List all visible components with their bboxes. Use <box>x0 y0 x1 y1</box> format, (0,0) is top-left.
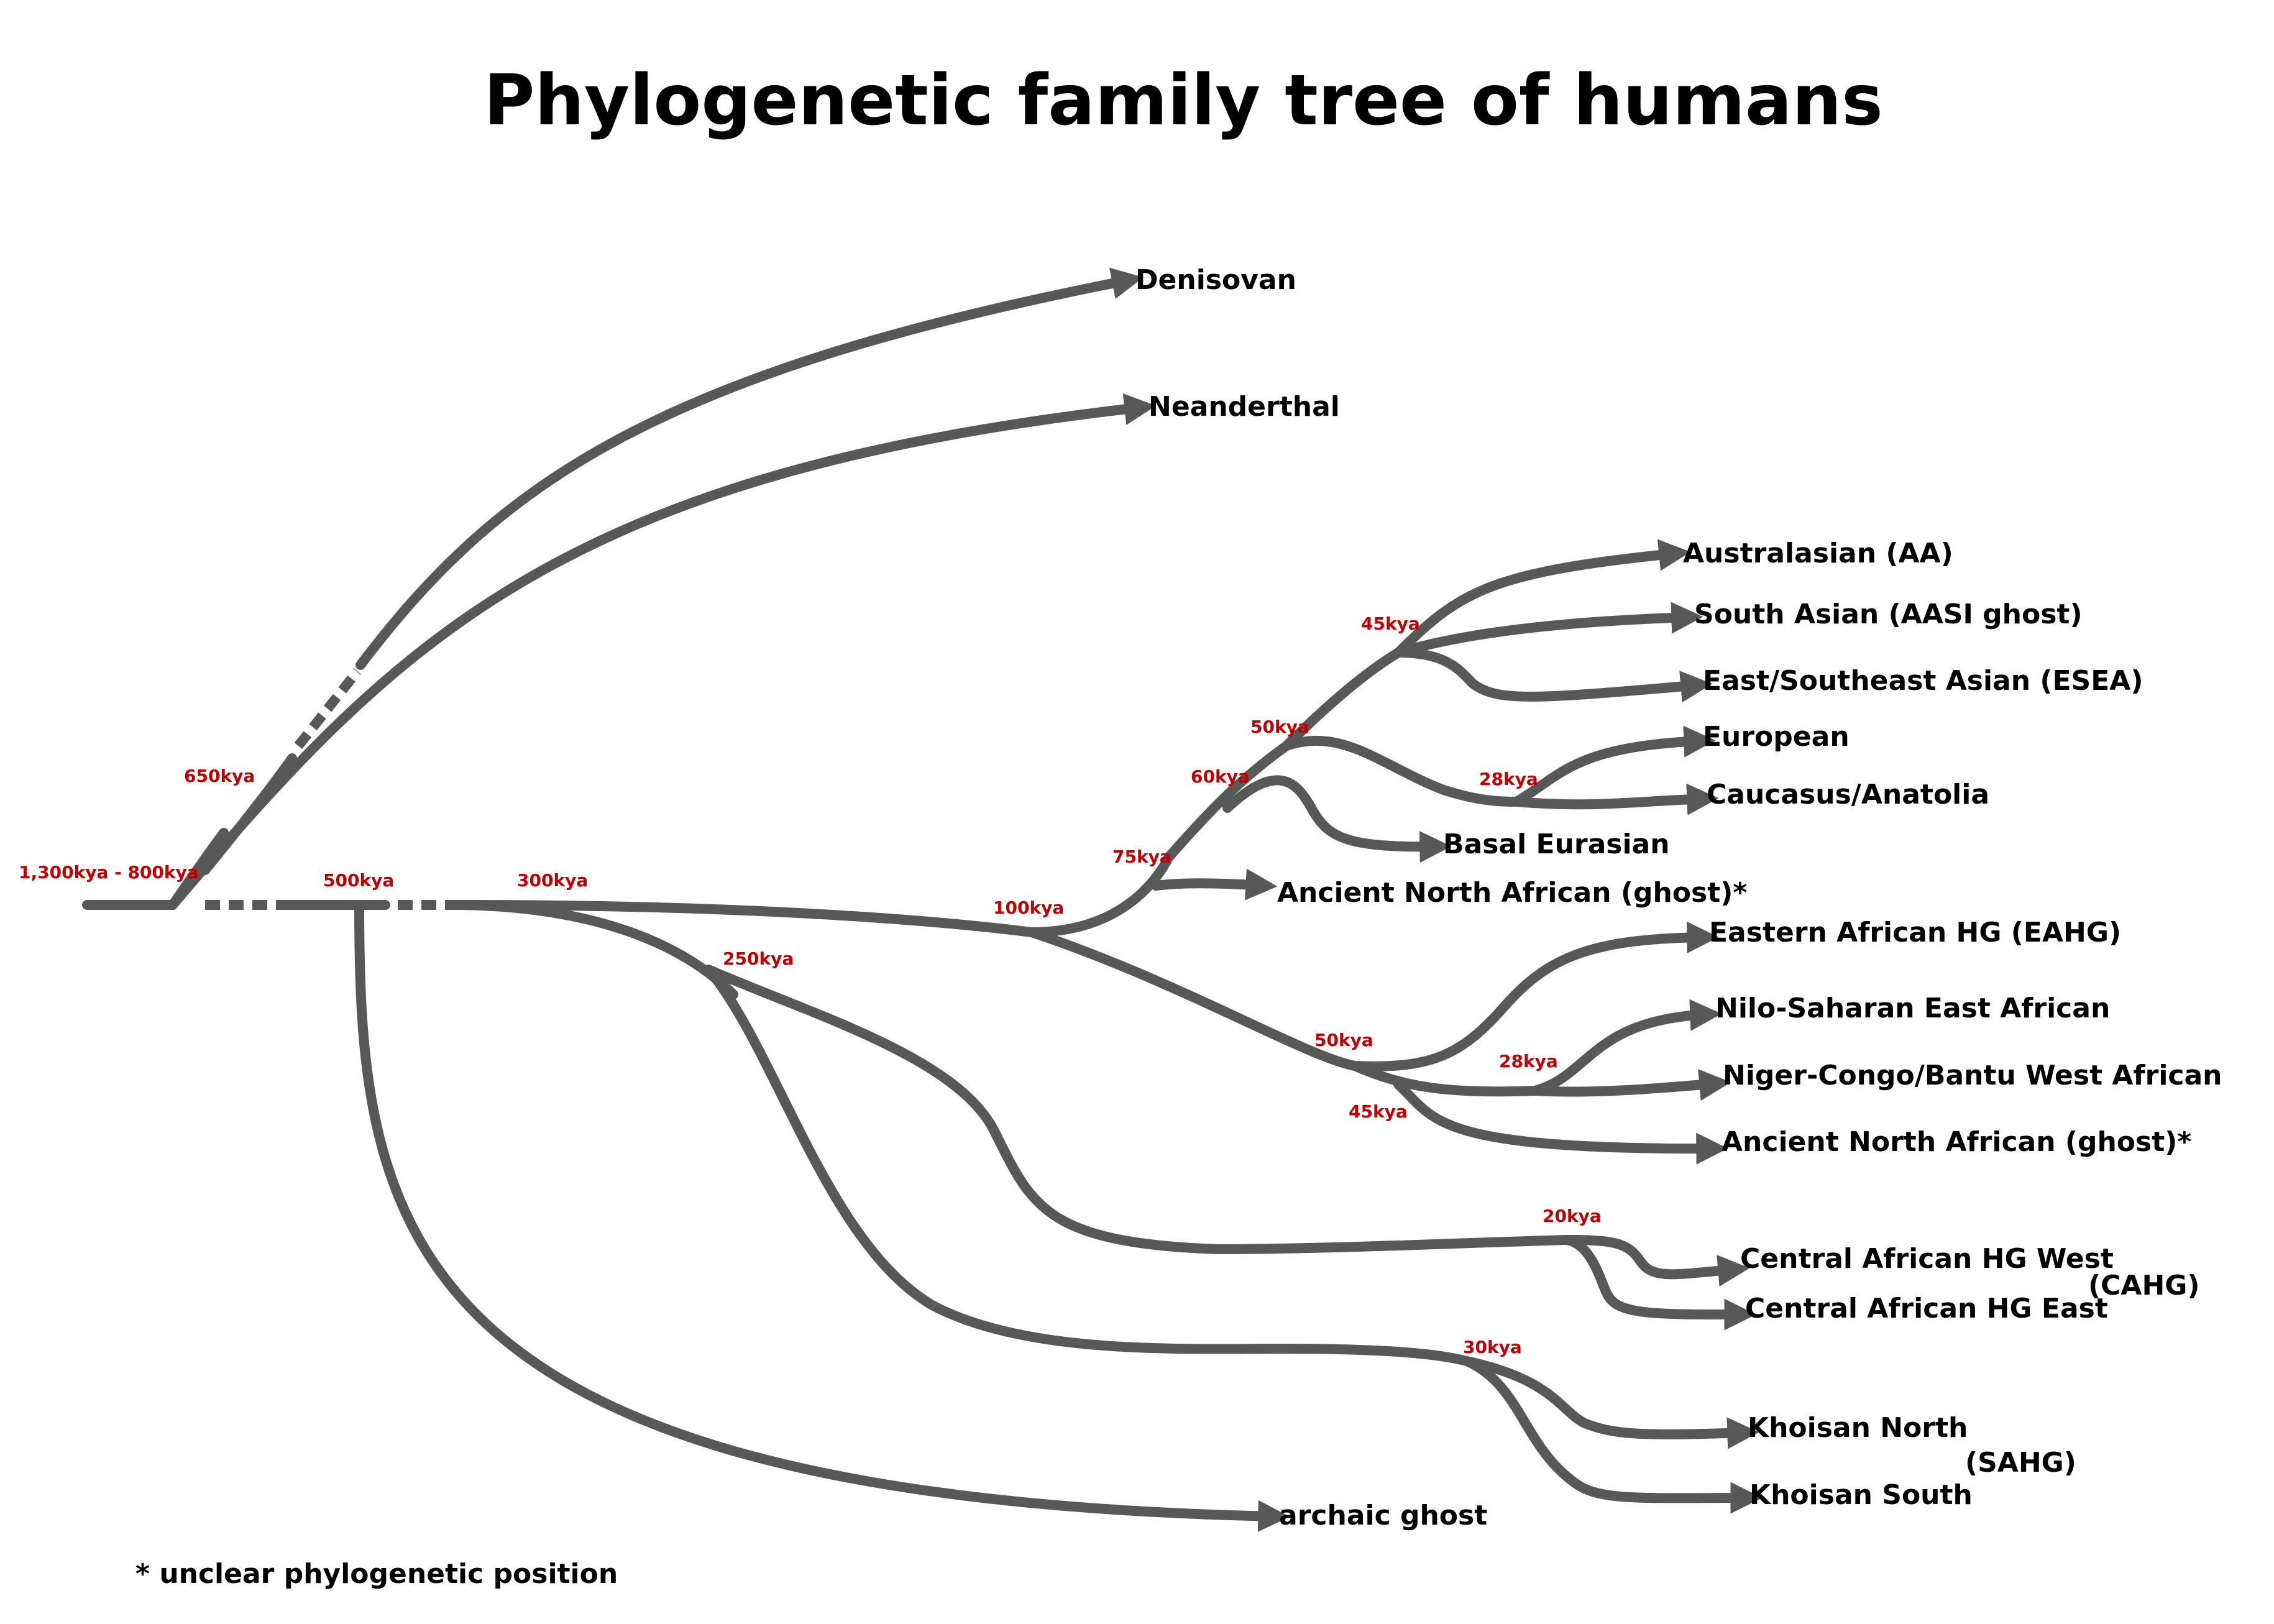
tip-label-basal-eurasian: Basal Eurasian <box>1443 828 1670 860</box>
branch-ancient-north-african-2 <box>1393 1080 1728 1165</box>
age-label-basal-split: 60kya <box>1191 766 1250 787</box>
tip-label-caucasus-anatolia: Caucasus/Anatolia <box>1707 779 1989 810</box>
branch-australasian <box>1393 539 1691 658</box>
branch-central-khoisan-stem <box>456 900 738 999</box>
branch-sahg-stem <box>704 965 1472 1366</box>
branch-west-eurasian <box>1281 735 1521 807</box>
footnote: * unclear phylogenetic position <box>135 1558 618 1590</box>
branch-niger-congo <box>1530 1069 1731 1101</box>
age-label-europe-split: 28kya <box>1479 769 1538 789</box>
tip-label-denisovan: Denisovan <box>1135 264 1296 296</box>
tip-label-australasian: Australasian (AA) <box>1683 538 1953 569</box>
tip-label-archaic-ghost: archaic ghost <box>1279 1500 1487 1531</box>
tip-label-niger-congo: Niger-Congo/Bantu West African <box>1723 1060 2222 1091</box>
age-label-asia-split: 45kya <box>1361 613 1420 634</box>
tip-label-neanderthal: Neanderthal <box>1148 391 1340 423</box>
branch-west-africa-stem <box>1350 1061 1540 1097</box>
age-label-root: 1,300kya - 800kya <box>19 862 199 883</box>
age-label-africa-split: 50kya <box>1314 1030 1373 1050</box>
branch-khoisan-south <box>1462 1356 1763 1514</box>
branch-neanderthal <box>168 393 1157 910</box>
branch-african-stem <box>1027 927 1360 1071</box>
branch-basal-eurasian <box>1222 775 1452 863</box>
age-label-ghost-split: 500kya <box>323 870 394 891</box>
branch-modern-main <box>456 900 1037 937</box>
branch-caucasus-anatolia <box>1511 783 1719 815</box>
branch-european <box>1511 725 1716 807</box>
age-label-africa-ana-split: 45kya <box>1349 1101 1408 1122</box>
branch-eastern-african-hg <box>1350 921 1719 1071</box>
branch-khoisan-north <box>1462 1356 1759 1449</box>
tip-label-east-southeast-asian: East/Southeast Asian (ESEA) <box>1703 665 2143 697</box>
age-label-ooa-split: 100kya <box>993 897 1064 918</box>
age-label-sahg-split: 30kya <box>1463 1337 1522 1357</box>
age-label-archaic-split: 650kya <box>184 766 255 786</box>
branch-central-african-west <box>1561 1235 1750 1287</box>
tip-label-eastern-african-hg: Eastern African HG (EAHG) <box>1709 917 2121 948</box>
age-label-cahg-split: 20kya <box>1543 1206 1602 1226</box>
diagram-title: Phylogenetic family tree of humans <box>484 60 1883 141</box>
tip-label-ancient-north-african-2: Ancient North African (ghost)* <box>1722 1126 2191 1158</box>
branch-nilo-saharan <box>1530 999 1722 1096</box>
branch-cahg-stem <box>704 965 1571 1254</box>
group-label-cahg: (CAHG) <box>2088 1270 2200 1301</box>
branch-denisovan-dashed <box>294 668 362 749</box>
tip-label-european: European <box>1703 721 1850 753</box>
branch-ooa-upper <box>1163 741 1291 863</box>
age-label-ana-split: 75kya <box>1112 846 1171 867</box>
tip-label-nilo-saharan: Nilo-Saharan East African <box>1715 993 2110 1024</box>
tip-label-central-african-west: Central African HG West <box>1740 1243 2114 1275</box>
age-label-west-east-split: 50kya <box>1250 717 1309 737</box>
branch-ooa <box>1027 853 1173 937</box>
branch-east-eurasian-stem <box>1281 648 1403 751</box>
tip-label-south-asian: South Asian (AASI ghost) <box>1694 599 2083 630</box>
branch-south-asian <box>1393 602 1703 658</box>
branch-denisovan-upper <box>355 267 1144 670</box>
group-label-sahg: (SAHG) <box>1965 1447 2076 1479</box>
branch-ancient-north-african-1 <box>1151 868 1278 901</box>
tip-label-khoisan-north: Khoisan North <box>1748 1412 1968 1444</box>
branch-east-southeast-asian <box>1393 648 1713 703</box>
age-label-nilo-niger-split: 28kya <box>1499 1051 1558 1071</box>
tip-label-ancient-north-african-1: Ancient North African (ghost)* <box>1277 877 1747 909</box>
branch-archaic-ghost <box>354 900 1290 1532</box>
age-label-central-khoisan-split: 250kya <box>723 948 794 969</box>
branch-central-african-east <box>1561 1235 1756 1331</box>
age-label-modern-split: 300kya <box>517 870 588 891</box>
tip-label-central-african-east: Central African HG East <box>1745 1293 2108 1324</box>
tip-label-khoisan-south: Khoisan South <box>1749 1479 1973 1511</box>
